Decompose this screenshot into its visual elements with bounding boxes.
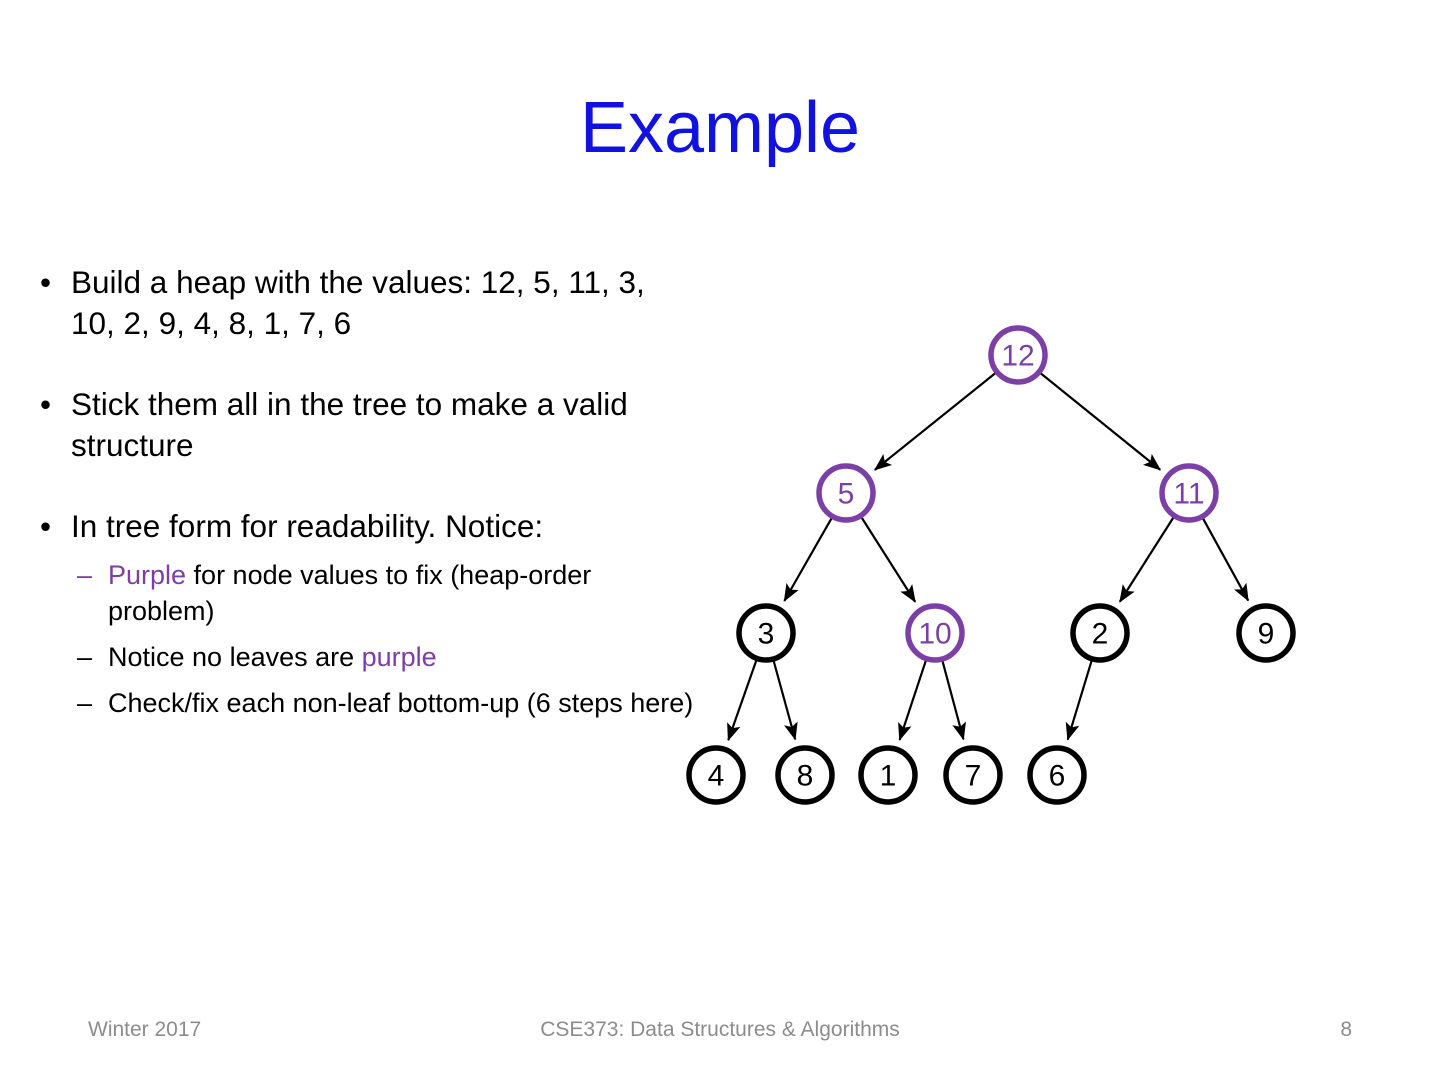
page-title: Example [579, 88, 861, 168]
bullet-text: Stick them all in the tree to make a val… [71, 385, 628, 463]
body-content: • Build a heap with the values: 12, 5, 1… [30, 262, 695, 721]
slide-footer: Winter 2017 CSE373: Data Structures & Al… [0, 1014, 1440, 1054]
tree-node-9[interactable]: 9 [1236, 603, 1296, 663]
tree-node-8[interactable]: 8 [775, 745, 835, 805]
tree-edge-10-to-1 [898, 659, 928, 741]
tree-edge-12-to-11 [1039, 371, 1162, 471]
bullet-marker: • [40, 385, 52, 422]
bullet-marker: • [40, 264, 52, 300]
tree-node-layer: 12 5 11 3 10 2 9 4 8 1 7 6 [686, 325, 1296, 805]
bullet-list: • Build a heap with the values: 12, 5, 1… [30, 262, 695, 721]
sub-list-item: –Notice no leaves are purple [71, 639, 695, 675]
tree-node-11[interactable]: 11 [1159, 463, 1219, 523]
tree-node-label: 9 [1258, 618, 1275, 651]
sub-bullet-highlight: purple [361, 642, 437, 673]
tree-node-circle [736, 603, 796, 663]
tree-edge-11-to-9 [1201, 517, 1250, 602]
tree-node-circle [1027, 745, 1087, 805]
tree-node-3[interactable]: 3 [736, 603, 796, 663]
tree-node-label: 8 [797, 760, 814, 793]
tree-node-4[interactable]: 4 [686, 745, 746, 805]
tree-node-12[interactable]: 12 [988, 325, 1048, 385]
tree-edge-5-to-10 [860, 516, 917, 603]
tree-node-label: 7 [965, 760, 982, 793]
tree-node-6[interactable]: 6 [1027, 745, 1087, 805]
tree-node-label: 2 [1092, 618, 1109, 651]
footer-course: CSE373: Data Structures & Algorithms [540, 1018, 900, 1041]
tree-node-circle [988, 325, 1048, 385]
tree-node-label: 10 [918, 618, 951, 651]
sub-bullet-text: Check/fix each non-leaf bottom-up (6 ste… [108, 688, 694, 719]
sub-bullet-text: for node values to fix (heap-order probl… [108, 559, 592, 626]
bullet-text: Build a heap with the values: 12, 5, 11,… [71, 264, 645, 341]
tree-node-label: 5 [838, 478, 855, 511]
sub-bullet-list: –Purple for node values to fix (heap-ord… [71, 557, 695, 722]
tree-node-circle [1070, 603, 1130, 663]
list-item: • Build a heap with the values: 12, 5, 1… [30, 262, 695, 344]
sub-bullet-highlight: Purple [108, 559, 187, 590]
tree-edge-10-to-7 [941, 659, 966, 741]
tree-node-circle [1159, 463, 1219, 523]
list-item: • In tree form for readability. Notice: … [30, 506, 695, 722]
tree-node-label: 4 [708, 760, 725, 793]
tree-edge-12-to-5 [874, 371, 997, 471]
list-item: • Stick them all in the tree to make a v… [30, 384, 695, 466]
tree-node-circle [943, 745, 1003, 805]
tree-svg: 12 5 11 3 10 2 9 4 8 1 7 6 [686, 325, 1296, 805]
sub-list-item: –Check/fix each non-leaf bottom-up (6 st… [71, 685, 695, 721]
sub-bullet-marker: – [77, 559, 93, 590]
tree-node-label: 12 [1001, 340, 1034, 373]
page-number: 8 [1340, 1018, 1352, 1041]
tree-edge-layer [727, 371, 1250, 742]
tree-edge-11-to-2 [1118, 516, 1175, 603]
bullet-marker: • [40, 507, 52, 544]
tree-node-label: 11 [1173, 478, 1204, 511]
footer-term: Winter 2017 [88, 1018, 202, 1041]
binary-heap-tree-diagram: 12 5 11 3 10 2 9 4 8 1 7 6 [660, 300, 1360, 840]
tree-node-1[interactable]: 1 [858, 745, 918, 805]
tree-node-label: 3 [758, 618, 775, 651]
tree-node-label: 1 [880, 760, 897, 793]
sub-bullet-marker: – [77, 642, 93, 673]
tree-edge-2-to-6 [1065, 659, 1093, 741]
tree-node-label: 6 [1049, 760, 1066, 793]
tree-edge-3-to-8 [772, 659, 798, 741]
bullet-text: In tree form for readability. Notice: [71, 507, 544, 544]
tree-node-7[interactable]: 7 [943, 745, 1003, 805]
tree-node-10[interactable]: 10 [905, 603, 965, 663]
tree-node-5[interactable]: 5 [816, 463, 876, 523]
tree-node-circle [816, 463, 876, 523]
tree-node-circle [686, 745, 746, 805]
tree-edge-3-to-4 [727, 659, 758, 742]
tree-node-circle [775, 745, 835, 805]
tree-node-2[interactable]: 2 [1070, 603, 1130, 663]
tree-node-circle [905, 603, 965, 663]
tree-node-circle [1236, 603, 1296, 663]
sub-bullet-text: Notice no leaves are [108, 642, 362, 673]
tree-node-circle [858, 745, 918, 805]
sub-bullet-marker: – [77, 688, 93, 719]
tree-edge-5-to-3 [783, 516, 834, 602]
sub-list-item: –Purple for node values to fix (heap-ord… [71, 557, 695, 629]
